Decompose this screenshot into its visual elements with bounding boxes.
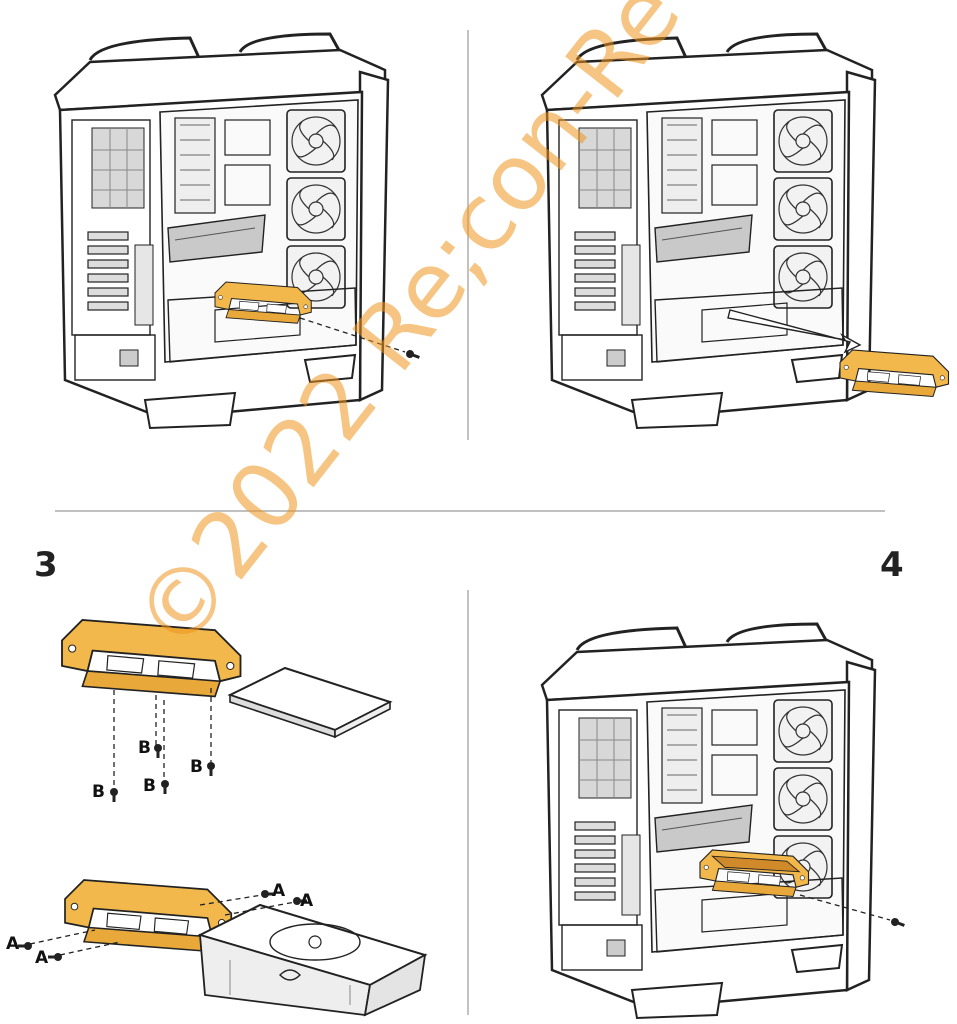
step4-screw-icon xyxy=(889,916,906,930)
step3-screw-icon-b3 xyxy=(161,780,169,794)
screw-label-b4: B xyxy=(190,757,203,777)
screw-label-b1: B xyxy=(92,782,105,802)
step1-case-illustration xyxy=(53,32,390,430)
step2-case-illustration xyxy=(540,32,877,430)
screw-label-a2: A xyxy=(35,948,49,968)
step4-case-illustration xyxy=(540,622,877,1020)
step2-drive-bracket xyxy=(839,349,950,398)
step-number-4: 4 xyxy=(880,545,904,585)
step3-screw-icon-b4 xyxy=(207,762,215,776)
step3-screw-icon-b2 xyxy=(154,744,162,758)
screw-label-a4: A xyxy=(300,891,314,911)
step1-screw-guide xyxy=(299,317,406,353)
step1-screw-icon xyxy=(404,348,421,362)
step3-screw-icon-b1 xyxy=(110,788,118,802)
screw-label-a3: A xyxy=(272,881,286,901)
screw-label-a1: A xyxy=(6,934,20,954)
ssd-icon xyxy=(227,666,393,739)
step3-screw-guides-a xyxy=(29,894,296,956)
step4-installed-bracket xyxy=(699,849,810,898)
step-number-3: 3 xyxy=(34,545,58,585)
step2-removal-arrow xyxy=(727,309,862,354)
step4-screw-guide xyxy=(799,894,891,921)
hdd-icon xyxy=(197,903,428,1017)
step3-screw-guides-b xyxy=(113,688,212,788)
screw-label-b2: B xyxy=(138,738,151,758)
step3-screw-icon-a2 xyxy=(48,953,62,961)
screw-label-b3: B xyxy=(143,776,156,796)
step3-screw-icon-a1 xyxy=(18,942,32,950)
step3-drive-bracket-top xyxy=(61,619,242,698)
